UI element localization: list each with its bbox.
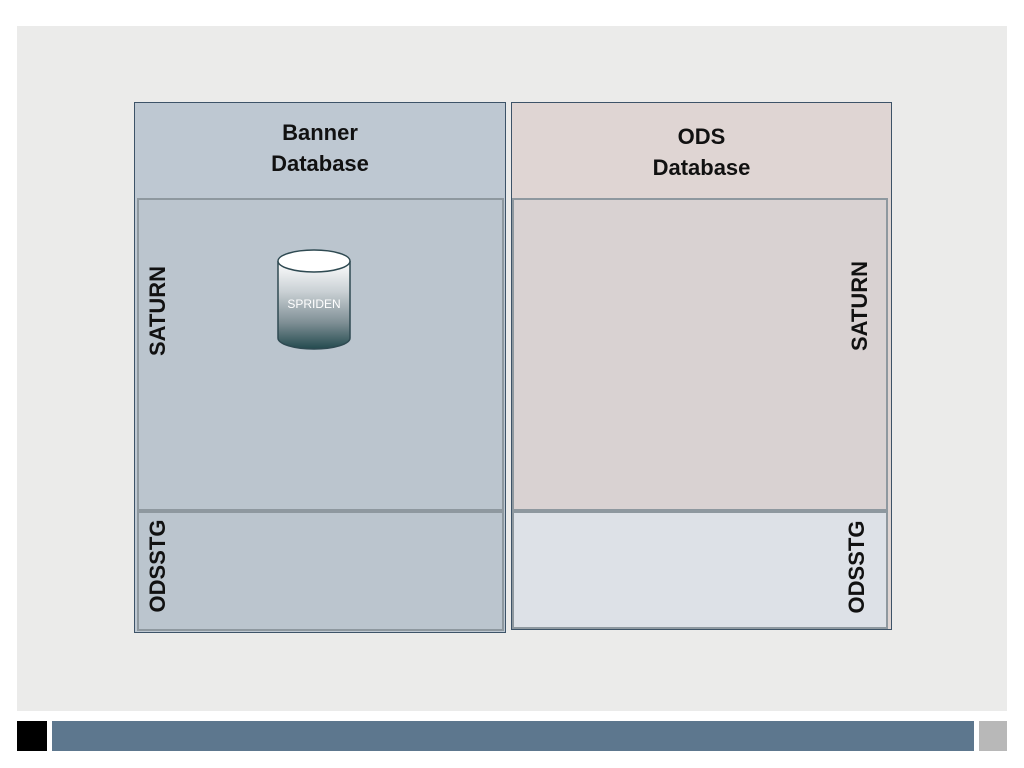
banner-saturn-label: SATURN <box>145 265 170 357</box>
banner-odsstg-label: ODSSTG <box>145 519 170 613</box>
footer-right-square <box>979 721 1007 751</box>
database-cylinder-icon <box>277 249 351 350</box>
ods-odsstg-label: ODSSTG <box>844 520 869 614</box>
ods-saturn-label: SATURN <box>847 260 872 352</box>
ods-title-line2: Database <box>652 155 751 180</box>
footer-left-square <box>17 721 47 751</box>
footer-bar <box>52 721 974 751</box>
banner-saturn-schema <box>137 198 504 511</box>
banner-title-line1: Banner <box>282 120 358 145</box>
banner-database-title: Banner Database <box>135 117 505 179</box>
ods-database-title: ODS Database <box>512 121 891 183</box>
ods-saturn-schema <box>512 198 888 511</box>
spriden-label: SPRIDEN <box>287 297 341 311</box>
banner-title-line2: Database <box>271 151 369 176</box>
ods-odsstg-schema <box>512 511 888 629</box>
ods-title-line1: ODS <box>677 124 726 149</box>
spriden-table-cylinder[interactable]: SPRIDEN <box>277 249 351 350</box>
banner-odsstg-schema <box>137 511 504 631</box>
